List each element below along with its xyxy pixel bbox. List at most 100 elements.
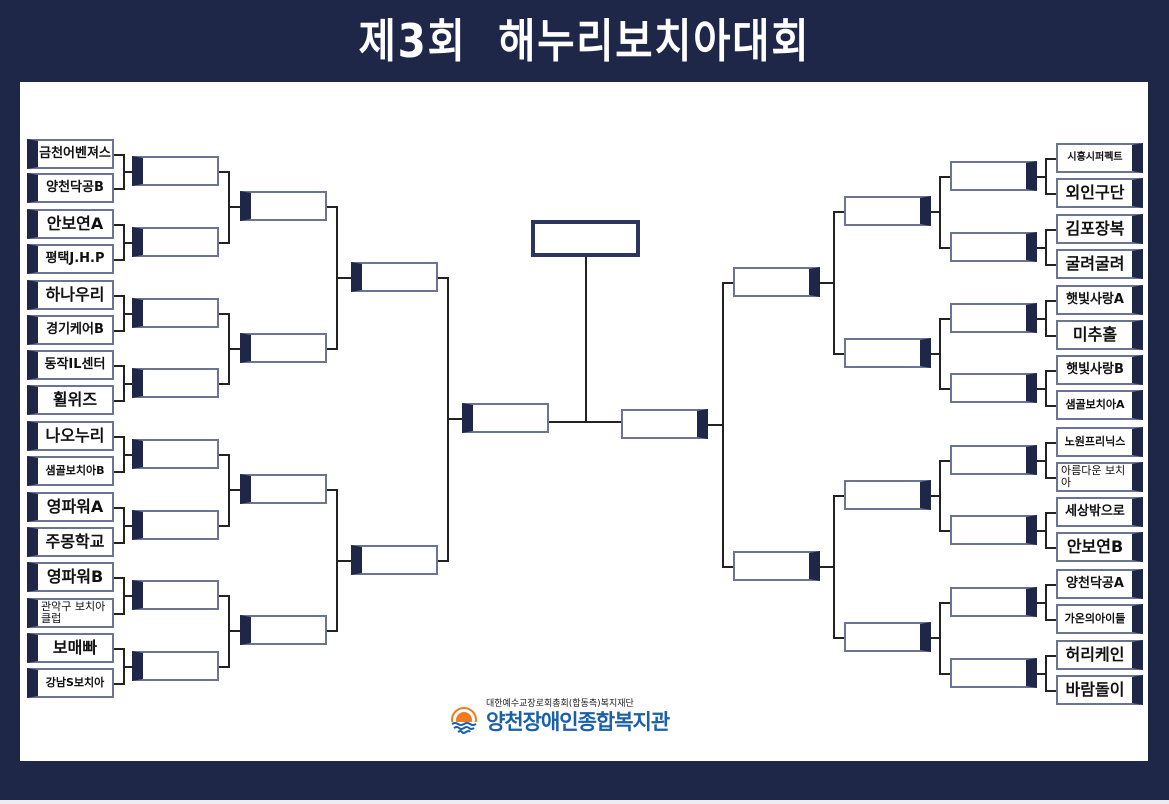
bracket-line xyxy=(114,365,125,367)
bracket-line xyxy=(123,595,132,597)
bracket-line xyxy=(1037,387,1047,390)
match-slot-right-r2 xyxy=(950,514,1037,545)
team-name: 시흥시퍼펙트 xyxy=(1067,151,1123,163)
team-name: 주몽학교 xyxy=(45,531,105,551)
bracket-line xyxy=(219,595,230,597)
team-name: 아름다운 보치아 xyxy=(1061,464,1126,489)
bracket-line xyxy=(123,524,132,527)
match-slot-left-r2 xyxy=(132,367,219,398)
team-slot-right: 미추홀 xyxy=(1056,320,1143,350)
bracket-line xyxy=(438,559,449,562)
bracket-line xyxy=(1045,584,1056,586)
bracket-line xyxy=(1045,655,1056,657)
bracket-line xyxy=(1045,158,1056,160)
match-slot-left-r5 xyxy=(462,403,549,434)
match-slot-left-r3 xyxy=(240,191,327,222)
bracket-line xyxy=(114,577,125,579)
team-name: 안보연A xyxy=(46,213,104,233)
bracket-line xyxy=(438,276,449,279)
match-slot-right-r3 xyxy=(844,479,931,510)
match-slot-left-r2 xyxy=(132,156,219,186)
bracket-line xyxy=(939,387,950,390)
match-slot-left-r4 xyxy=(351,544,438,575)
bracket-line xyxy=(820,565,835,568)
bracket-line xyxy=(1037,317,1047,320)
team-name: 안보연B xyxy=(1066,536,1124,556)
bracket-line xyxy=(114,507,125,509)
bracket-line xyxy=(228,347,240,350)
match-slot-right-r2 xyxy=(950,231,1037,262)
bracket-line xyxy=(1037,175,1047,178)
bracket-line xyxy=(722,281,733,284)
bracket-line xyxy=(114,471,125,473)
match-slot-right-r3 xyxy=(844,196,931,226)
bracket-line xyxy=(1045,229,1056,231)
bracket-line xyxy=(939,529,950,532)
bracket-line xyxy=(114,224,125,226)
match-slot-right-r3 xyxy=(844,622,931,652)
match-slot-right-r2 xyxy=(950,586,1037,617)
team-name: 바람돌이 xyxy=(1065,679,1125,699)
team-slot-left: 주몽학교 xyxy=(27,527,114,557)
bracket-line xyxy=(327,206,338,209)
team-name: 샘골보치아A xyxy=(1065,398,1125,412)
team-slot-left: 안보연A xyxy=(27,209,114,239)
bracket-line xyxy=(114,542,125,544)
bracket-line xyxy=(219,453,230,456)
bracket-line xyxy=(228,630,240,633)
bracket-line xyxy=(833,494,844,497)
team-slot-right: 샘골보치아A xyxy=(1056,390,1143,420)
team-slot-right: 김포장복 xyxy=(1056,214,1143,244)
team-name: 외인구단 xyxy=(1065,182,1125,202)
bracket-line xyxy=(939,175,950,178)
match-slot-left-r2 xyxy=(132,650,219,681)
bracket-line xyxy=(114,330,125,332)
sponsor-logo: 대한예수교장로회총회(합동측)복지재단 양천장애인종합복지관 xyxy=(450,696,730,738)
title-round: 제3회 xyxy=(358,14,467,68)
team-name: 양천닥공B xyxy=(46,180,104,196)
bracket-line xyxy=(114,648,125,650)
team-name: 햇빛사랑A xyxy=(1066,292,1124,308)
bracket-line xyxy=(722,565,733,568)
team-slot-right: 햇빛사랑A xyxy=(1056,285,1143,315)
bracket-line xyxy=(1045,405,1056,407)
team-name: 보매빠 xyxy=(52,637,98,657)
bracket-line xyxy=(1045,335,1056,337)
team-name: 평택J.H.P xyxy=(45,251,105,267)
team-name: 양천닥공A xyxy=(1066,576,1124,592)
bracket-line xyxy=(708,423,724,426)
team-slot-left: 영파워A xyxy=(27,492,114,522)
team-name: 동작IL센터 xyxy=(44,357,106,373)
bracket-line xyxy=(939,459,950,462)
team-slot-left: 보매빠 xyxy=(27,633,114,663)
bracket-line xyxy=(123,312,132,315)
bracket-line xyxy=(114,400,125,402)
bracket-line xyxy=(114,613,125,615)
bracket-line xyxy=(219,241,230,244)
team-name: 노원프리닉스 xyxy=(1064,435,1126,449)
bracket-line xyxy=(327,489,338,491)
team-slot-right: 노원프리닉스 xyxy=(1056,427,1143,457)
team-name: 금천어벤져스 xyxy=(39,146,111,162)
bracket-line xyxy=(336,559,351,562)
bracket-line xyxy=(820,281,835,284)
bracket-line xyxy=(114,188,125,190)
team-name: 가온의아이들 xyxy=(1064,612,1126,626)
bracket-line xyxy=(1045,512,1056,514)
bracket-line xyxy=(1037,246,1047,249)
team-slot-left: 평택J.H.P xyxy=(27,244,114,274)
bracket-line xyxy=(1045,477,1056,479)
match-slot-left-r2 xyxy=(132,438,219,469)
sun-emblem-icon xyxy=(450,707,478,734)
match-slot-left-r2 xyxy=(132,226,219,257)
match-slot-left-r2 xyxy=(132,580,219,610)
team-name: 햇빛사랑B xyxy=(1066,362,1124,378)
bracket-line xyxy=(931,637,941,639)
team-slot-left: 동작IL센터 xyxy=(27,350,114,380)
bracket-line xyxy=(1037,529,1047,532)
team-name: 경기케어B xyxy=(46,322,104,338)
bracket-line xyxy=(447,418,462,421)
sponsor-foundation: 대한예수교장로회총회(합동측)복지재단 xyxy=(486,699,634,709)
